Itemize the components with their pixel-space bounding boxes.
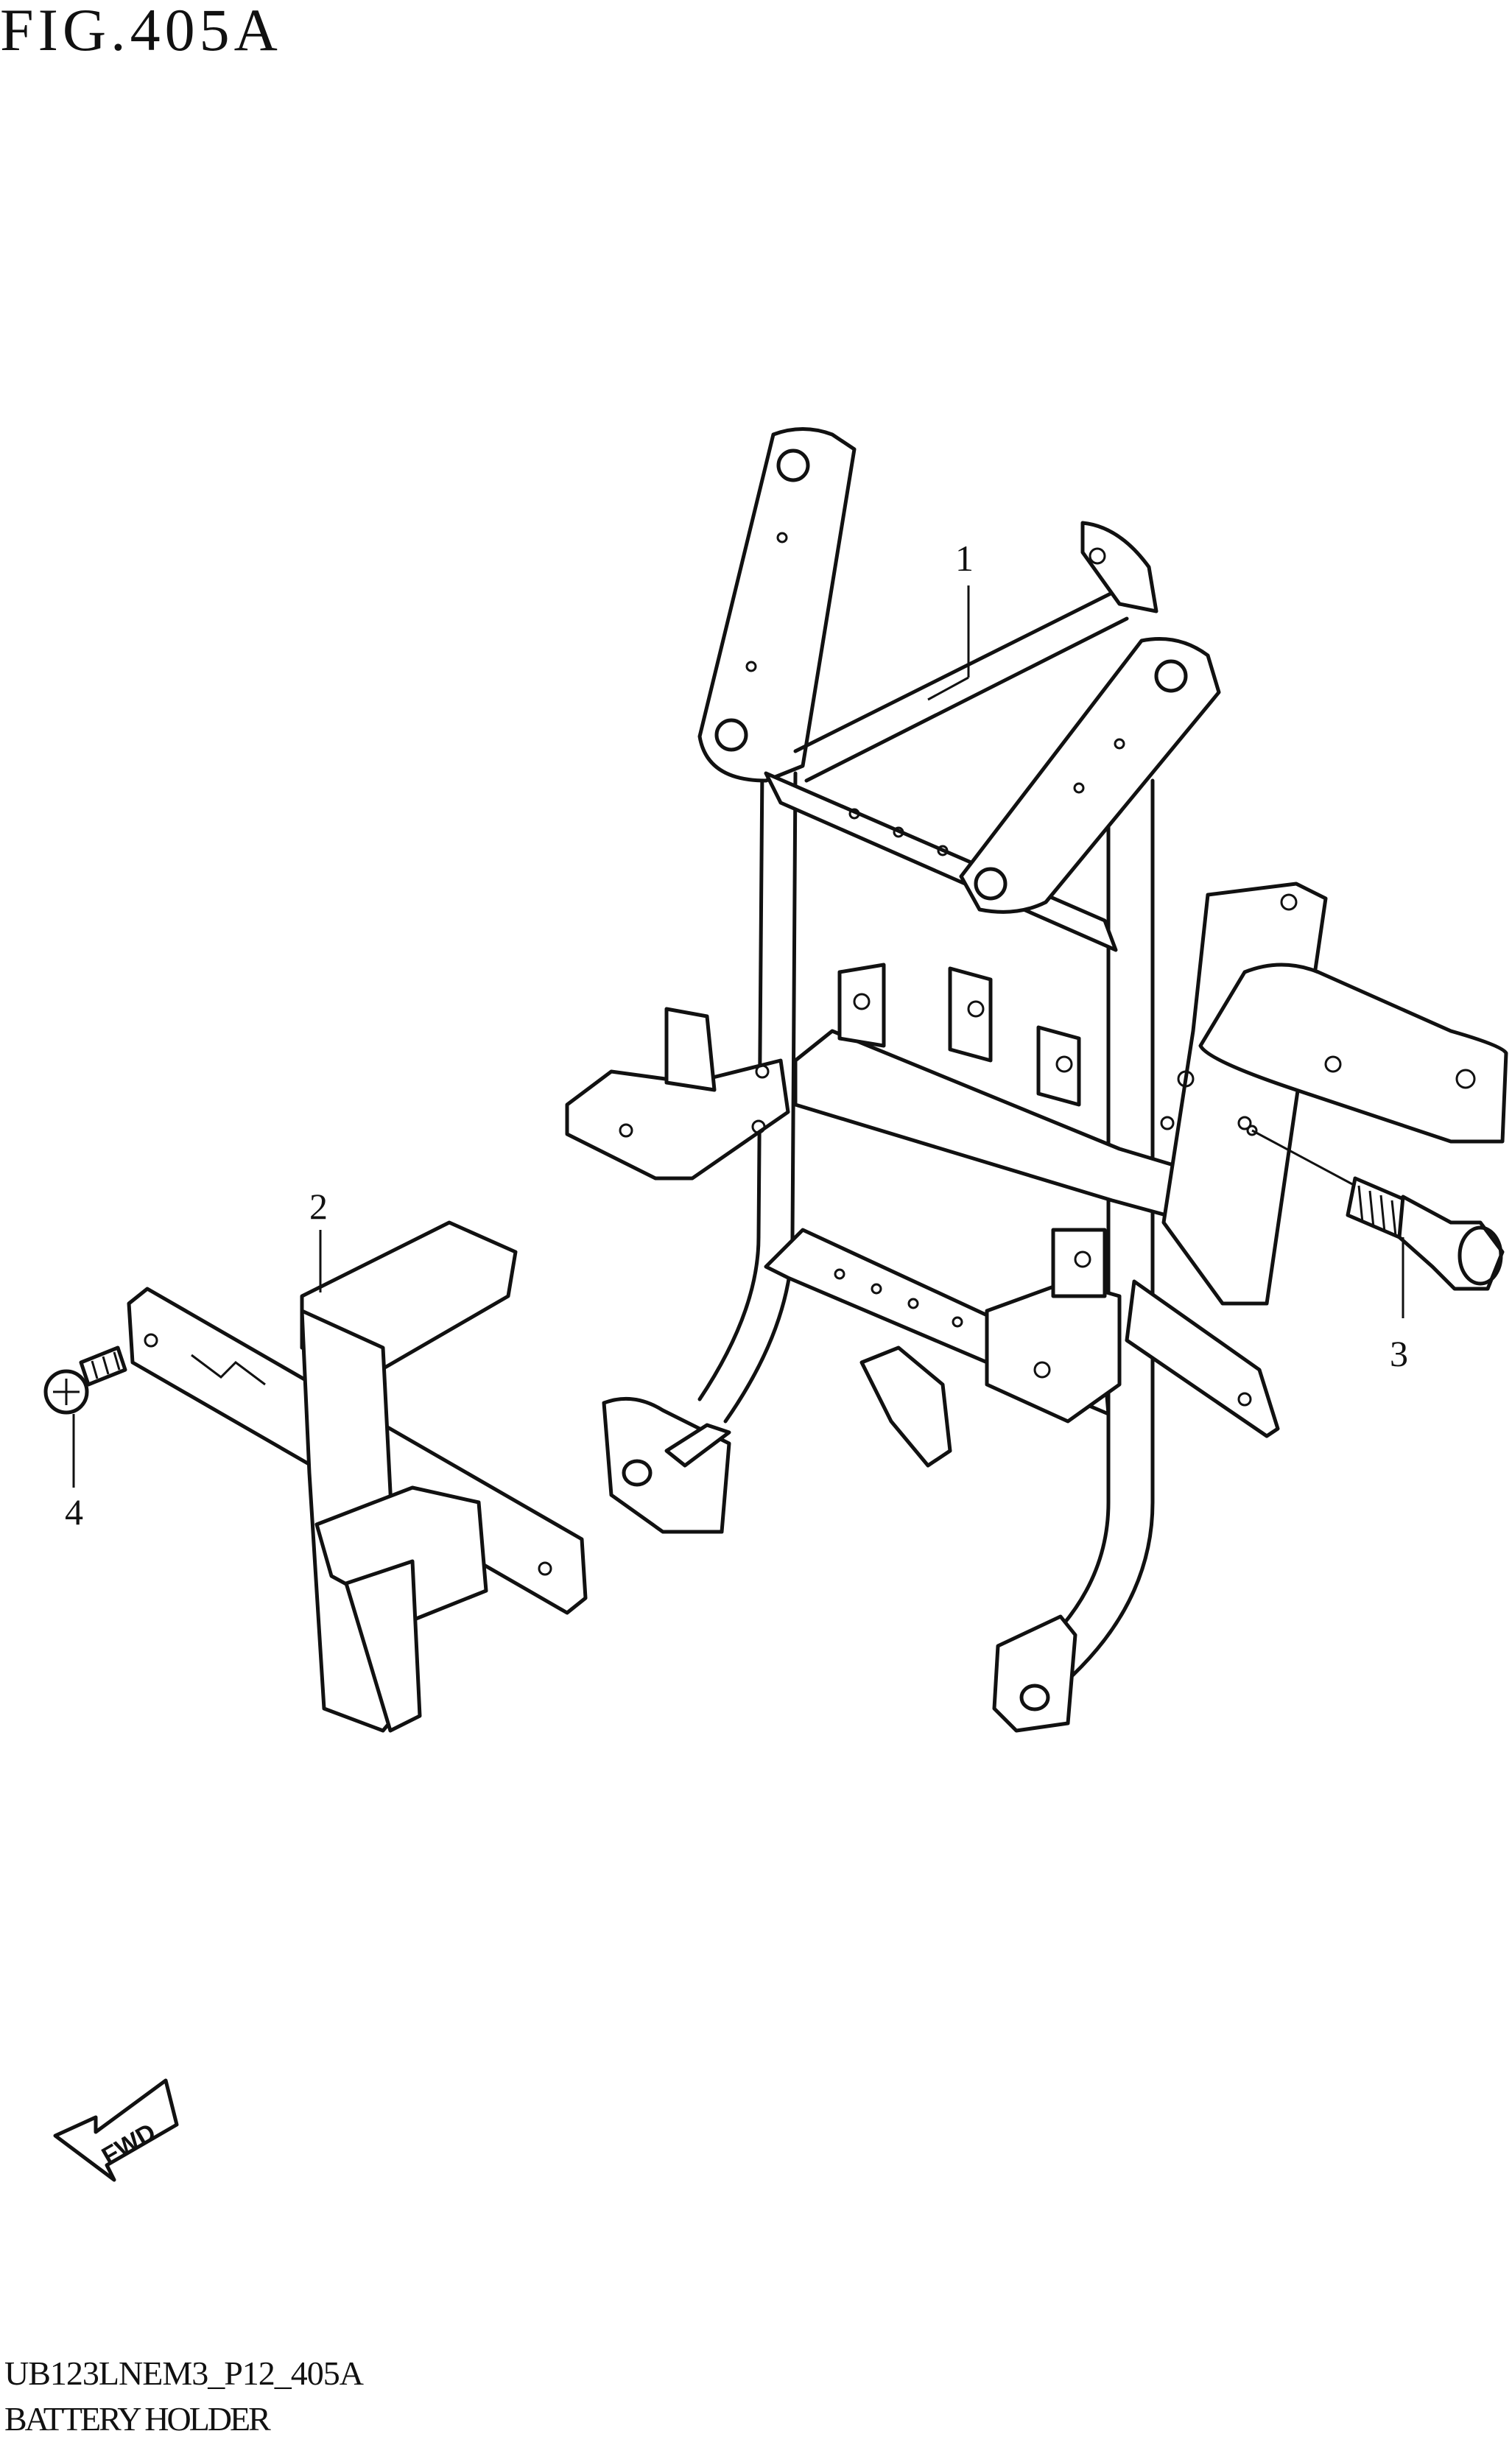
callout-2: 2 [309,1186,328,1227]
part-1-battery-holder-frame[interactable] [565,427,1508,1733]
callout-4: 4 [65,1491,83,1533]
part-3-flange-bolt[interactable] [1346,1176,1505,1291]
figure-caption: BATTERY HOLDER [4,2400,271,2438]
fwd-arrow-icon: FWD [53,2078,179,2182]
callout-1: 1 [955,538,974,579]
figure-code: UB123LNEM3_P12_405A [4,2354,364,2392]
part-2-holder-plate[interactable] [127,1220,588,1733]
part-4-screw[interactable] [43,1345,127,1415]
leader-lines [72,585,1404,1488]
callout-3: 3 [1390,1333,1408,1374]
figure-title: FIG.405A [0,0,282,63]
